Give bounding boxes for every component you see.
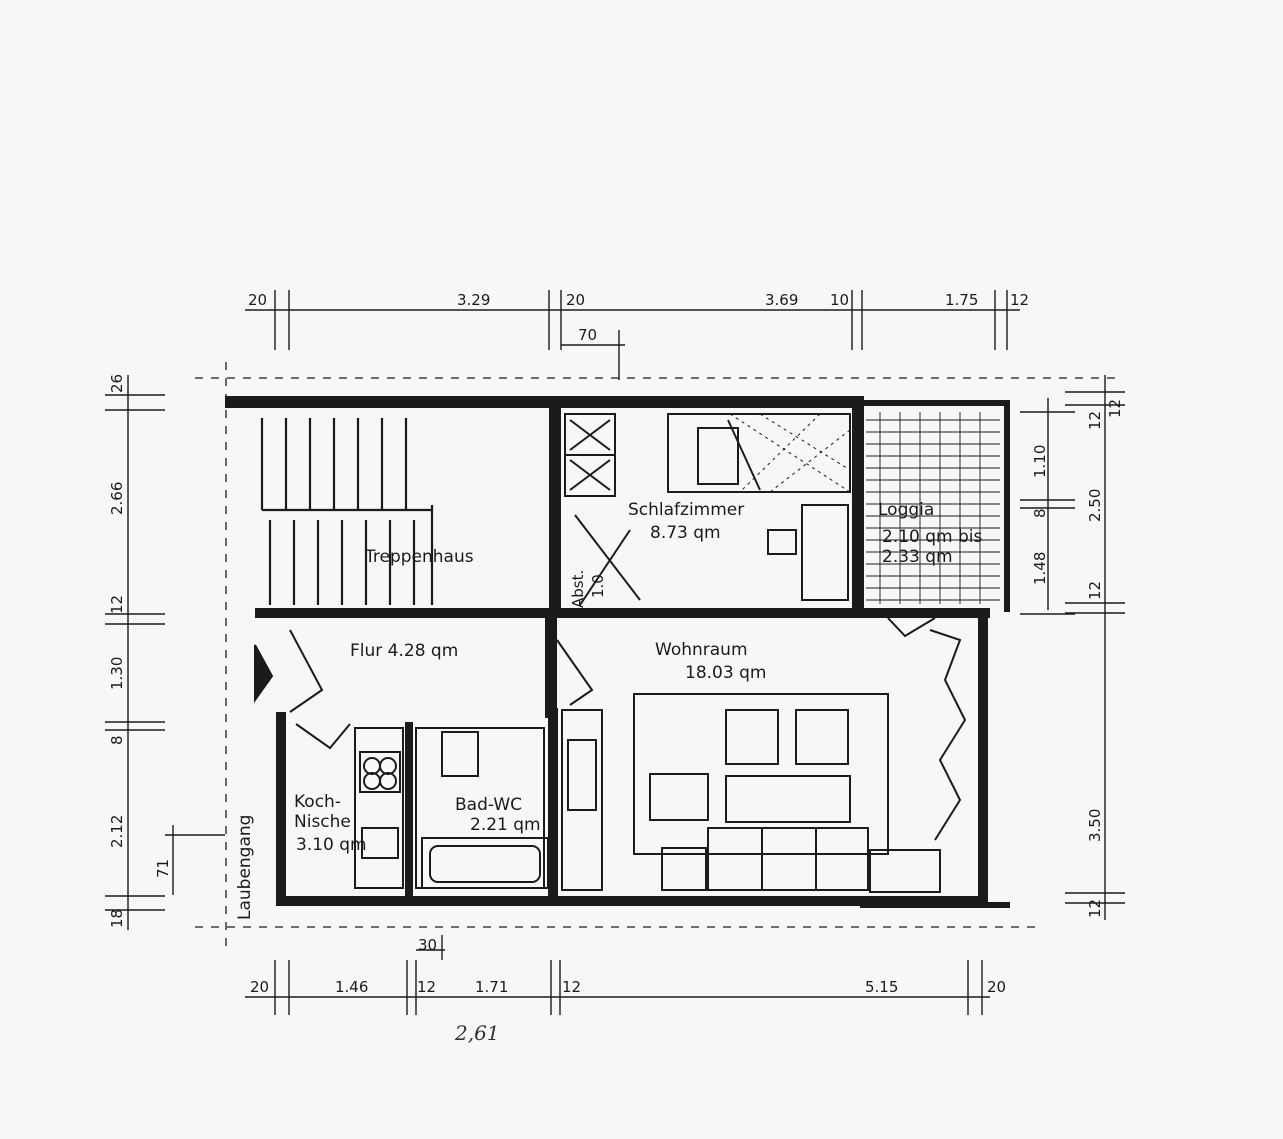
dim-bottom-7: 20 [987,978,1006,996]
dim-left-4: 1.30 [108,657,126,690]
label-loggia-area-1: 2.10 qm bis [882,527,983,547]
label-nische: Nische [294,812,351,832]
dim-right-2: 2.50 [1086,489,1104,522]
dim-bottom-4: 1.71 [475,978,508,996]
label-abst: Abst. [569,570,587,608]
dim-left-5: 8 [108,735,126,745]
dim-right-4: 3.50 [1086,809,1104,842]
dim-bottom-6: 5.15 [865,978,898,996]
bed [667,413,851,493]
dim-top-7: 12 [1010,291,1029,309]
outline-dashes [195,362,1120,950]
dim-left-6: 2.12 [108,815,126,848]
left-dimension-lines [105,375,225,930]
dim-right-inner-2: 1.10 [1031,445,1049,478]
bottom-dimension-lines [245,935,990,1015]
label-loggia-area-2: 2.33 qm [882,547,953,567]
bedroom-desk [574,504,849,606]
loggia-hatch [866,412,1000,604]
dim-top-4: 3.69 [765,291,798,309]
dim-right-1: 12 [1106,399,1124,418]
dim-left-7: 18 [108,909,126,928]
label-abst-value: 1.0 [589,574,607,598]
room-labels: Treppenhaus Schlafzimmer 8.73 qm Loggia … [235,500,983,920]
dim-left-1: 26 [108,374,126,393]
top-dimension-lines [245,290,1020,380]
dimension-labels-top: 20 3.29 20 3.69 10 1.75 12 70 [248,291,1029,344]
dimension-labels-right: 12 2.50 12 3.50 12 12 1.10 8 1.48 [1031,399,1124,918]
dimension-labels-left: 26 2.66 12 1.30 8 2.12 18 71 [108,374,172,928]
dim-right-5: 12 [1086,899,1104,918]
doors [254,617,936,750]
right-dimension-lines [1020,375,1125,920]
dim-bottom-5: 12 [562,978,581,996]
dim-top-1: 20 [248,291,267,309]
dim-bottom-3: 12 [417,978,436,996]
wardrobe [564,413,616,497]
living-furniture [561,629,967,893]
bathroom-fixtures [415,727,549,889]
label-schlafzimmer: Schlafzimmer [628,500,744,520]
dim-top-3: 20 [566,291,585,309]
dim-bottom-1: 20 [250,978,269,996]
handwritten-note: 2,61 [454,1021,500,1045]
label-wohnraum: Wohnraum [655,640,748,660]
label-laubengang: Laubengang [235,815,255,920]
dim-right-inner-3: 8 [1031,508,1049,518]
label-treppenhaus: Treppenhaus [364,547,474,567]
dim-left-71: 71 [154,859,172,878]
kitchen-fixtures [354,727,404,889]
dim-left-3: 12 [108,595,126,614]
label-koch: Koch- [294,792,341,812]
label-bad-area: 2.21 qm [470,815,541,835]
dimension-labels-bottom: 20 1.46 12 1.71 12 5.15 20 30 [250,936,1006,996]
dim-top-70: 70 [578,326,597,344]
dim-top-6: 1.75 [945,291,978,309]
label-loggia: Loggia [878,500,934,520]
dim-bottom-2: 1.46 [335,978,368,996]
label-bad: Bad-WC [455,795,522,815]
label-flur: Flur 4.28 qm [350,641,458,661]
dim-right-inner-4: 1.48 [1031,552,1049,585]
label-schlafzimmer-area: 8.73 qm [650,523,721,543]
label-wohnraum-area: 18.03 qm [685,663,766,683]
dim-top-2: 3.29 [457,291,490,309]
dim-right-3: 12 [1086,581,1104,600]
staircase [260,418,434,605]
dim-left-2: 2.66 [108,482,126,515]
dim-right-inner-1: 12 [1086,411,1104,430]
walls [225,396,1010,908]
dim-top-5: 10 [830,291,849,309]
label-koch-area: 3.10 qm [296,835,367,855]
dim-bottom-30: 30 [418,936,437,954]
